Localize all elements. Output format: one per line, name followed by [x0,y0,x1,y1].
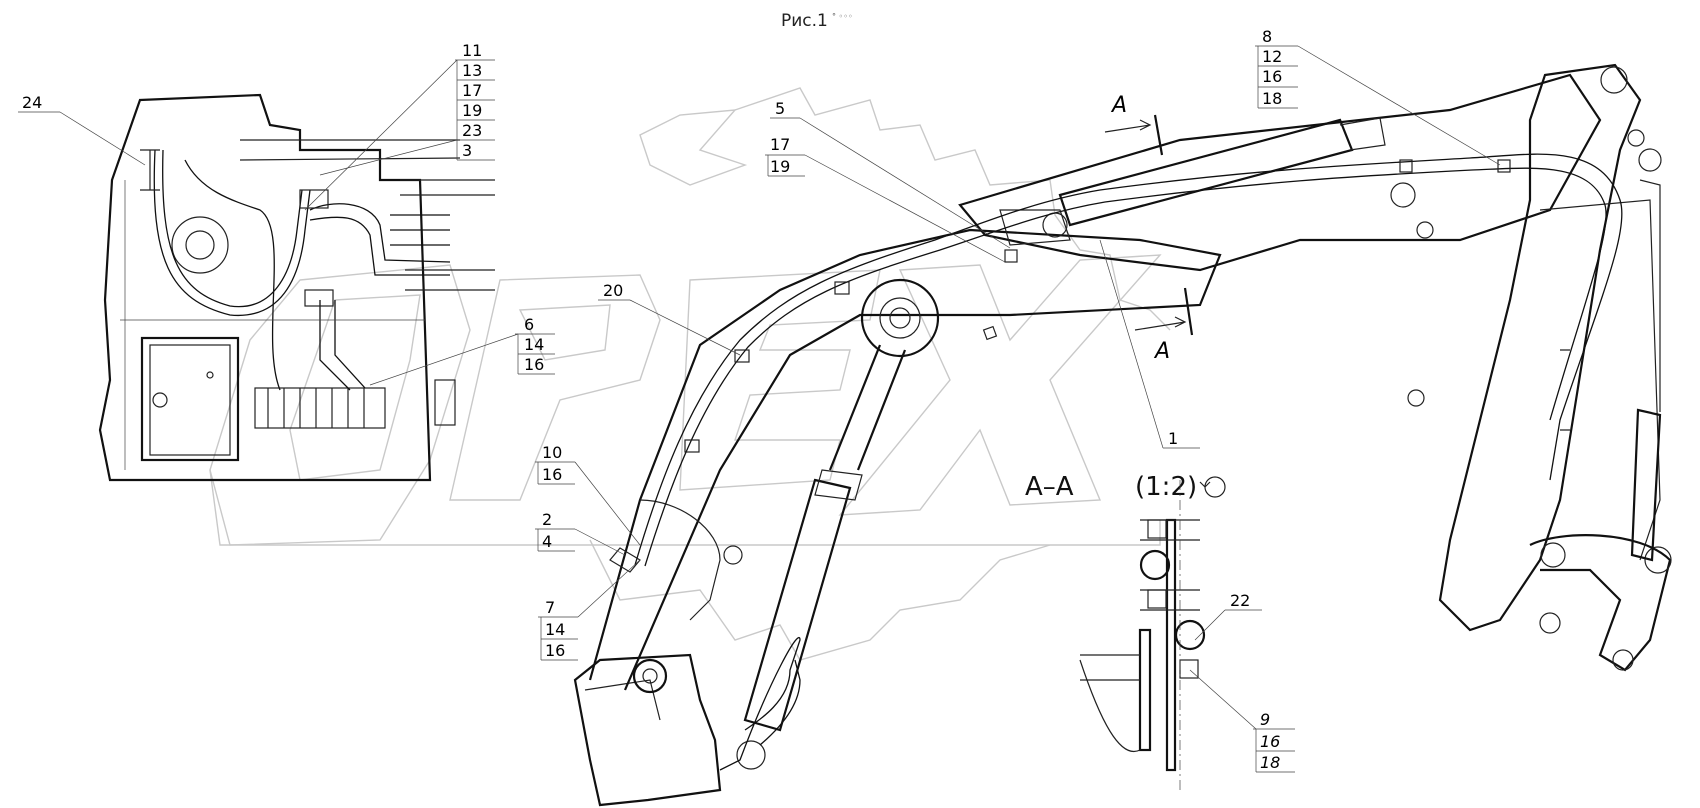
platform-view [98,93,495,482]
callout-20: 20 [598,281,741,356]
callout-1: 1 [1099,239,1200,449]
svg-text:19: 19 [770,157,790,176]
section-a-a-detail: A–A (1:2) [1025,472,1226,790]
svg-text:14: 14 [545,620,565,639]
svg-text:16: 16 [524,355,544,374]
svg-text:11: 11 [462,41,482,60]
svg-text:10: 10 [542,443,562,462]
boom-assembly [573,63,1672,807]
svg-text:9: 9 [1260,710,1270,729]
callout-7-14-16: 7 14 16 [538,559,641,661]
svg-text:13: 13 [462,61,482,80]
svg-text:14: 14 [524,335,544,354]
section-mark-top: A [1110,93,1127,118]
callout-5: 5 [770,99,1011,249]
svg-text:17: 17 [462,81,482,100]
callout-9-16-18: 9 16 18 [1189,669,1295,773]
svg-text:17: 17 [770,135,790,154]
callout-2-4: 2 4 [535,510,626,556]
svg-text:19: 19 [462,101,482,120]
callout-22: 22 [1194,591,1262,641]
svg-text:2: 2 [542,510,552,529]
svg-text:5: 5 [775,99,785,118]
callout-10-16: 10 16 [535,443,641,546]
svg-text:23: 23 [462,121,482,140]
callout-24: 24 [18,93,146,166]
opex-watermark [209,87,1171,661]
svg-text:1: 1 [1168,429,1178,448]
callout-17-19: 17 19 [765,135,1006,263]
rotation-icon [1204,476,1226,498]
svg-text:12: 12 [1262,47,1282,66]
callout-8-12-16-18: 8 12 16 18 [1255,27,1501,166]
svg-text:16: 16 [545,641,565,660]
svg-text:16: 16 [1262,67,1282,86]
callout-11-3: 11 13 17 19 23 3 [304,41,495,211]
svg-text:8: 8 [1262,27,1272,46]
svg-text:18: 18 [1260,753,1280,772]
figure-title-suffix: ° ◦◦◦ [832,12,853,21]
svg-text:6: 6 [524,315,534,334]
svg-text:16: 16 [542,465,562,484]
svg-text:22: 22 [1230,591,1250,610]
svg-text:24: 24 [22,93,42,112]
svg-text:4: 4 [542,532,552,551]
section-mark-bottom: A [1153,339,1170,364]
svg-text:16: 16 [1260,732,1280,751]
figure-title: Рис.1 [781,11,828,31]
svg-text:18: 18 [1262,89,1282,108]
section-scale: (1:2) [1135,472,1197,502]
svg-text:20: 20 [603,281,623,300]
svg-text:7: 7 [545,598,555,617]
section-name: A–A [1025,472,1074,502]
svg-text:3: 3 [462,141,472,160]
callout-6-14-16: 6 14 16 [369,315,555,386]
